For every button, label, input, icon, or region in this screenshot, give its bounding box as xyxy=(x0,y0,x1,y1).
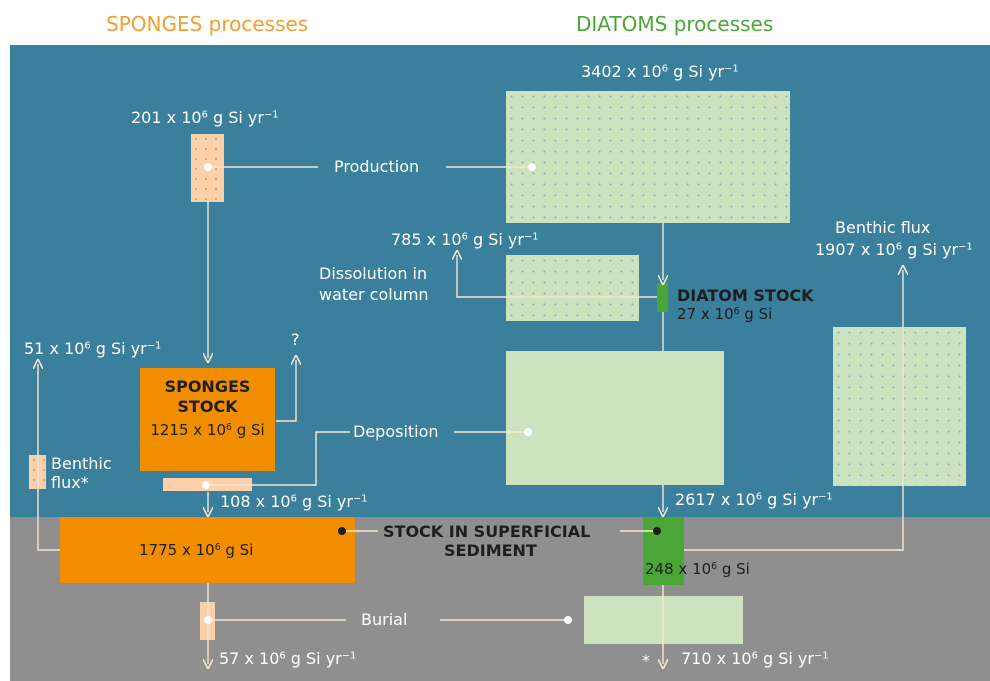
sponge-benthic-flux-label-line2: flux* xyxy=(51,473,89,492)
dissolution-label-line1: Dissolution in xyxy=(319,264,428,283)
diatom-benthic-flux-value: 1907 x 106 g Si yr−1 xyxy=(815,240,973,259)
sponge-sediment-stock-value: 1775 x 106 g Si xyxy=(139,541,254,559)
diatom-deposition-flux: 2617 x 106 g Si yr−1 xyxy=(675,490,833,509)
diatom-deposition-box xyxy=(506,351,724,485)
dissolution-label-line2: water column xyxy=(319,285,429,304)
diatom-sediment-stock-value: 248 x 106 g Si xyxy=(645,560,750,578)
deposition-label: Deposition xyxy=(353,422,439,441)
diatom-dissolution-flux: 785 x 106 g Si yr−1 xyxy=(391,230,539,249)
diatom-production-box xyxy=(506,91,790,223)
burial-label: Burial xyxy=(361,610,408,629)
diatom-dissolution-box xyxy=(506,255,639,321)
sponge-production-flux: 201 x 106 g Si yr−1 xyxy=(131,108,279,127)
sponge-burial-flux: 57 x 106 g Si yr−1 xyxy=(219,649,357,668)
sponge-stock-title-line2: STOCK xyxy=(177,397,238,416)
diatoms-processes-header: DIATOMS processes xyxy=(576,12,774,36)
sponge-stock-value: 1215 x 106 g Si xyxy=(150,421,265,439)
diatom-production-flux: 3402 x 106 g Si yr−1 xyxy=(581,62,739,81)
diatom-burial-asterisk: * xyxy=(642,651,650,670)
diatom-burial-flux: 710 x 106 g Si yr−1 xyxy=(681,649,829,668)
diatom-benthic-flux-label: Benthic flux xyxy=(835,218,931,237)
diatom-stock-bar xyxy=(657,283,668,312)
stock-superficial-sediment-line2: SEDIMENT xyxy=(444,541,537,560)
sponges-processes-header: SPONGES processes xyxy=(106,12,309,36)
production-label: Production xyxy=(334,157,420,176)
diatom-stock-value: 27 x 106 g Si xyxy=(677,305,773,323)
sponge-unknown-flux: ? xyxy=(291,330,300,349)
diatom-benthic-flux-box xyxy=(833,327,966,486)
sponge-sediment-stock-box xyxy=(60,517,355,583)
sponge-deposition-flux: 108 x 106 g Si yr−1 xyxy=(220,492,368,511)
sponge-stock-title-line1: SPONGES xyxy=(164,377,251,396)
sponge-stock-box: SPONGES STOCK 1215 x 106 g Si xyxy=(140,368,275,471)
diatom-stock-title: DIATOM STOCK xyxy=(677,286,814,305)
stock-superficial-sediment-line1: STOCK IN SUPERFICIAL xyxy=(383,522,591,541)
sponge-benthic-flux-label-line1: Benthic xyxy=(51,454,112,473)
diatom-sediment-stock-box xyxy=(643,517,684,585)
sponge-benthic-flux-value: 51 x 106 g Si yr−1 xyxy=(24,339,162,358)
